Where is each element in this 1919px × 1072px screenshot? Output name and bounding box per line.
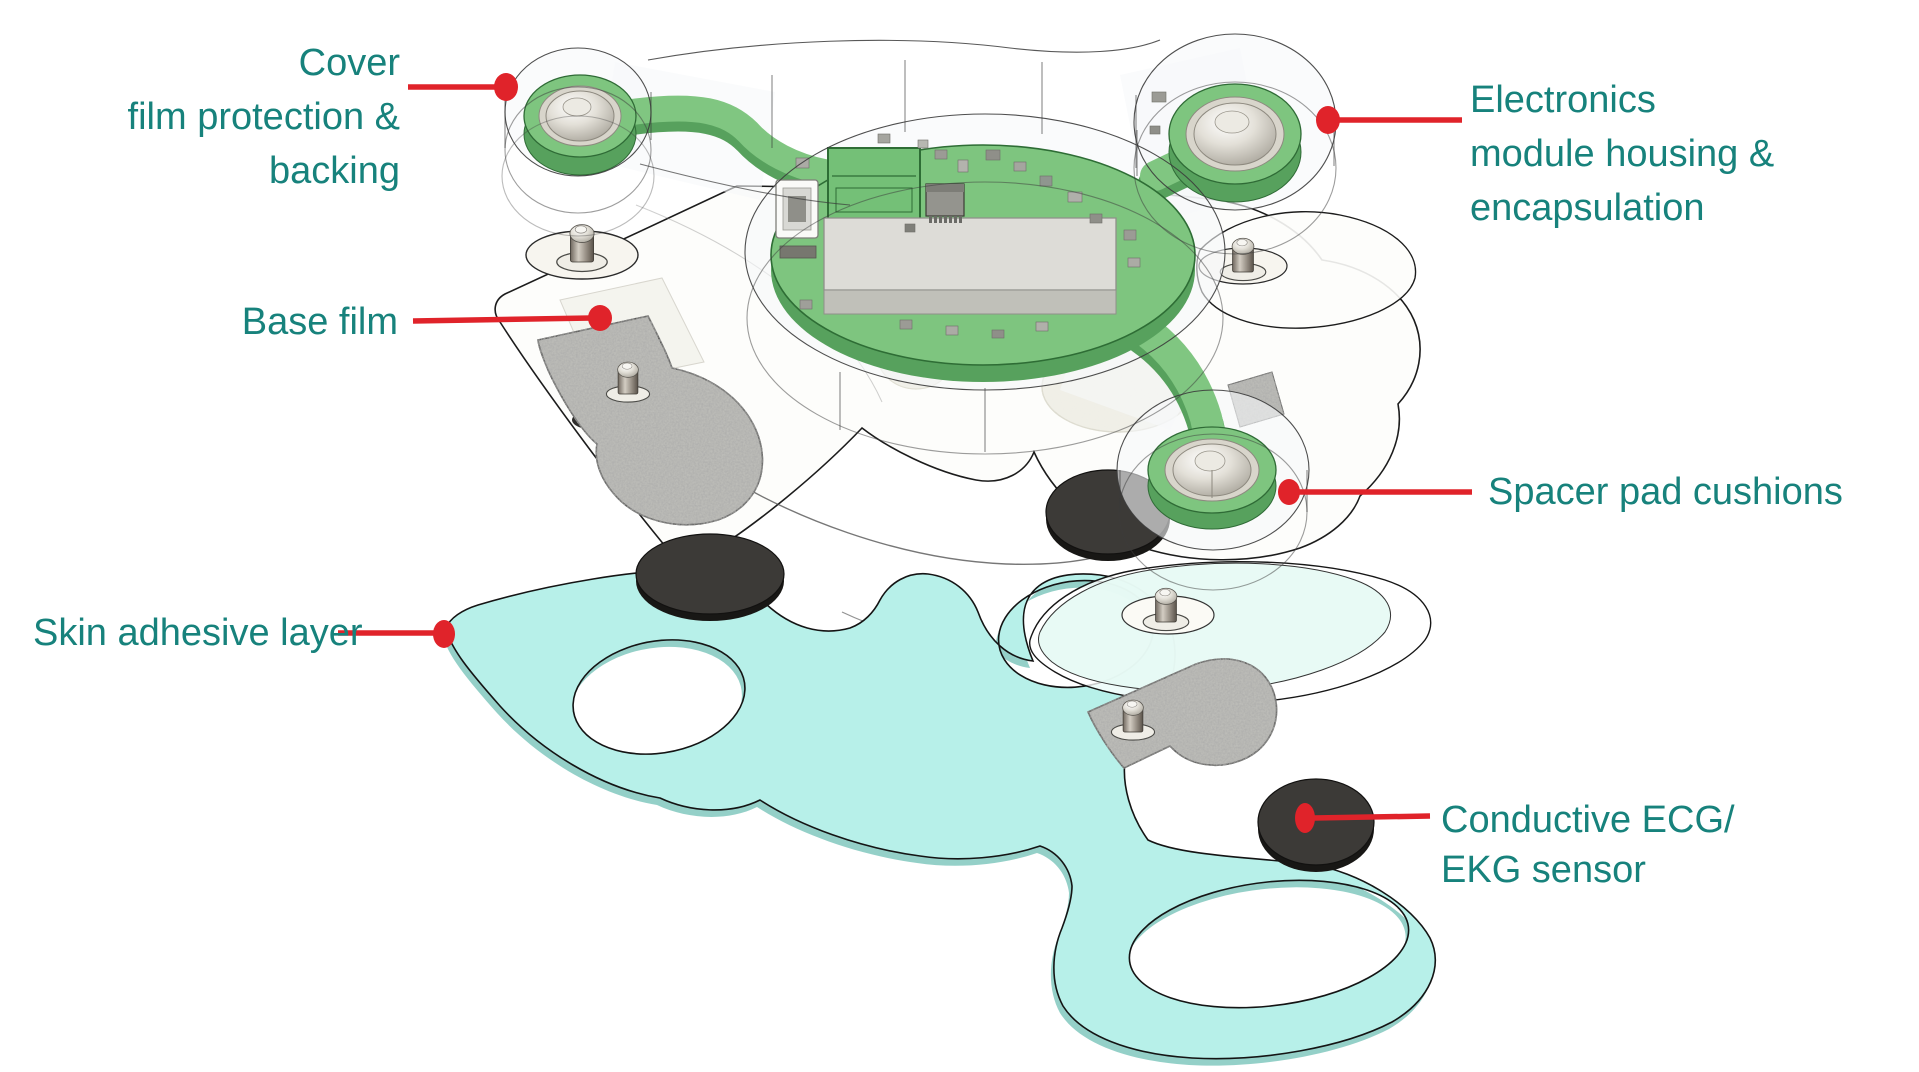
label-line: encapsulation	[1470, 187, 1705, 229]
leader-dot	[1316, 106, 1340, 134]
cover-housing-wireframe	[501, 33, 1337, 591]
hydrogel-electrode-left	[537, 277, 764, 526]
ecg-sensor-left	[635, 533, 785, 621]
leader-dot	[494, 73, 518, 101]
lower-film-pieces	[1028, 561, 1432, 705]
leader-dot	[588, 305, 612, 331]
hydrogel-electrode-right	[1086, 658, 1278, 769]
module-square	[827, 147, 921, 221]
leader-spacer	[1278, 479, 1472, 505]
ecg-sensor-bottom-right	[1257, 778, 1375, 872]
label-skin-adhesive: Skin adhesive layer	[33, 606, 363, 660]
electrode-dome-right	[1168, 83, 1302, 203]
label-conductive: Conductive ECG/ EKG sensor	[1441, 795, 1771, 895]
label-line: film protection &	[127, 96, 400, 138]
label-line: EKG sensor	[1441, 849, 1646, 891]
hydrogel-pad	[537, 315, 764, 526]
label-line: module housing &	[1470, 133, 1775, 175]
electrode-domes	[523, 74, 1302, 530]
leader-electronics	[1316, 106, 1462, 134]
label-electronics: Electronics module housing & encapsulati…	[1470, 73, 1900, 235]
electrode-dome-left	[523, 74, 637, 176]
label-line: backing	[269, 150, 400, 192]
hydrogel-pad	[1086, 658, 1278, 769]
usb-connector	[775, 179, 819, 259]
leader-dot	[433, 620, 455, 648]
cover-wall-lines	[504, 60, 1335, 512]
flex-pcb-main	[770, 91, 1213, 382]
label-line: Electronics	[1470, 79, 1656, 121]
label-spacer: Spacer pad cushions	[1488, 465, 1908, 519]
leader-cover	[408, 73, 518, 101]
label-base-film: Base film	[60, 295, 398, 349]
label-line: Cover	[298, 42, 400, 84]
label-cover: Cover film protection & backing	[60, 36, 400, 198]
leader-base-film	[412, 305, 612, 331]
label-line: Base film	[241, 301, 398, 343]
label-line: Skin adhesive layer	[33, 612, 363, 654]
leader-skin-adhesive	[338, 620, 455, 648]
ic-chip	[925, 183, 965, 223]
leader-dot	[1278, 479, 1300, 505]
leader-conductive	[1295, 803, 1431, 833]
battery	[823, 217, 1117, 315]
electrode-dome-bottom	[1147, 426, 1277, 530]
label-line: Conductive ECG/	[1441, 799, 1735, 841]
pcb-components	[775, 91, 1213, 339]
top-assembly	[501, 33, 1337, 591]
leader-dot	[1295, 803, 1315, 833]
leader-lines	[338, 73, 1472, 833]
label-line: Spacer pad cushions	[1488, 471, 1843, 513]
